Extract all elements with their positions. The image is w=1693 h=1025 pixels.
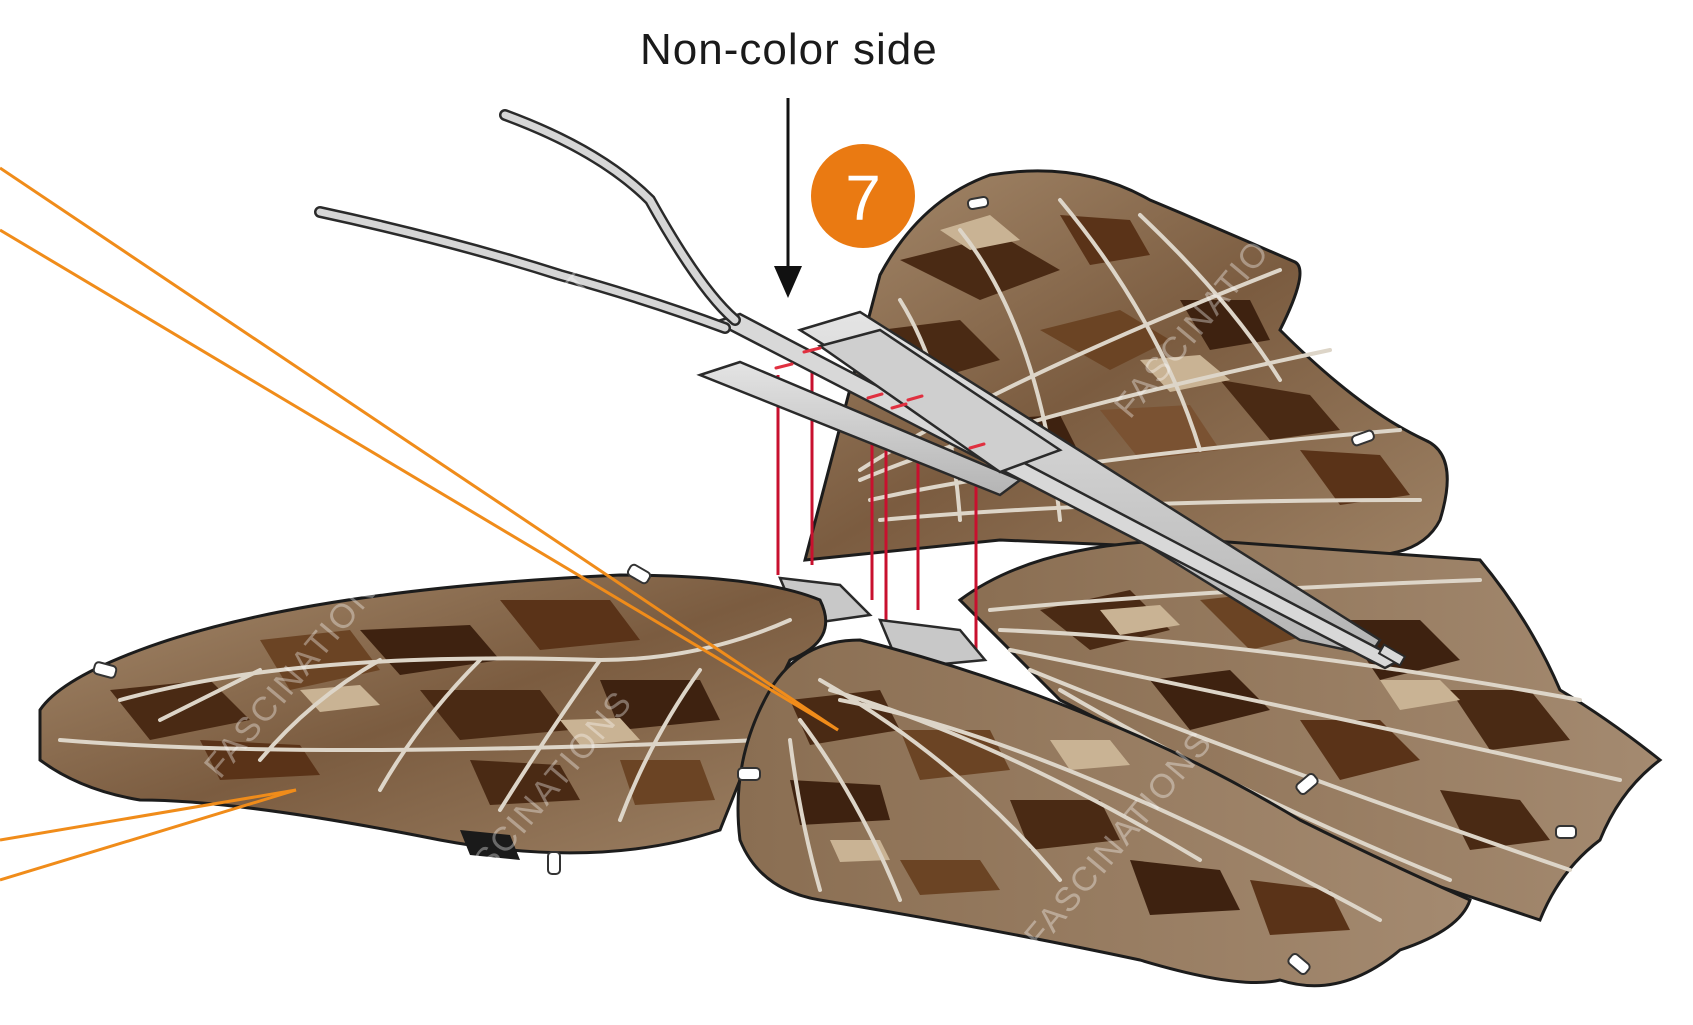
down-arrow-icon	[774, 98, 802, 298]
left-forewing	[40, 563, 826, 874]
step-badge: 7	[811, 144, 915, 248]
step-number: 7	[845, 162, 881, 234]
non-color-side-label: Non-color side	[640, 25, 938, 74]
svg-text:FASCINATIONS: FASCINATIONS	[457, 193, 660, 425]
antennae	[320, 115, 735, 328]
